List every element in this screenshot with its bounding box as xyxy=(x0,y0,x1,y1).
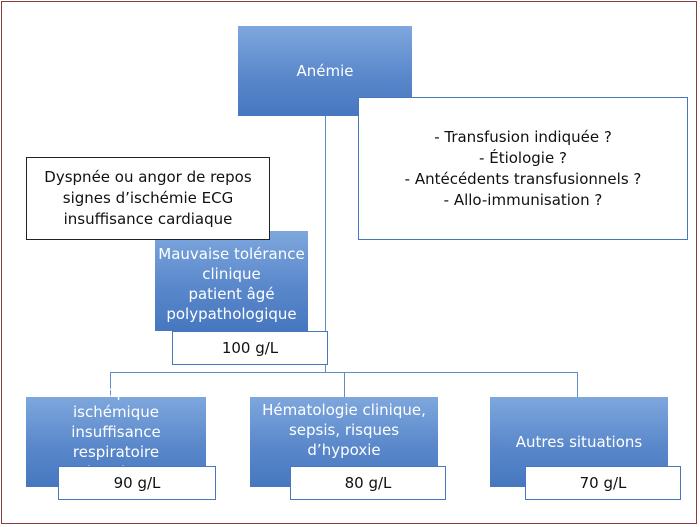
question-line: - Transfusion indiquée ? xyxy=(434,127,612,146)
root-label: Anémie xyxy=(296,62,354,80)
symptom-line: Dyspnée ou angor de repos xyxy=(44,168,252,186)
branch-line: Cardiopathie ischémique xyxy=(68,383,164,421)
connector-crossbar xyxy=(110,372,577,373)
connector-trunk xyxy=(325,116,326,372)
symptoms-box: Dyspnée ou angor de repos signes d’isché… xyxy=(26,157,270,240)
tolerance-line: clinique xyxy=(202,265,261,283)
connector-left-drop xyxy=(110,372,111,397)
threshold-value: 100 g/L xyxy=(221,339,279,357)
question-line: - Étiologie ? xyxy=(479,148,567,167)
question-line: - Antécédents transfusionnels ? xyxy=(404,169,642,188)
branch-line: Hématologie clinique, xyxy=(262,401,426,419)
threshold-value: 90 g/L xyxy=(113,474,161,492)
tolerance-line: patient âgé xyxy=(188,285,275,303)
threshold-cardiopathie: 90 g/L xyxy=(58,466,216,500)
threshold-tolerance: 100 g/L xyxy=(172,331,328,365)
branch-line: sepsis, risques d’hypoxie xyxy=(288,421,400,459)
tolerance-line: polypathologique xyxy=(166,305,297,323)
connector-middle-drop xyxy=(344,372,345,397)
questions-box: - Transfusion indiquée ? - Étiologie ? -… xyxy=(358,97,688,240)
connector-right-drop xyxy=(577,372,578,397)
question-line: - Allo-immunisation ? xyxy=(443,190,603,209)
symptom-line: insuffisance cardiaque xyxy=(63,210,233,228)
threshold-autres: 70 g/L xyxy=(525,466,681,500)
branch-line: insuffisance respiratoire xyxy=(71,423,161,461)
tolerance-node: Mauvaise tolérance clinique patient âgé … xyxy=(155,231,308,331)
threshold-value: 80 g/L xyxy=(344,474,392,492)
branch-line: Autres situations xyxy=(515,433,643,451)
threshold-hematologie: 80 g/L xyxy=(290,466,446,500)
tolerance-line: Mauvaise tolérance xyxy=(158,245,305,263)
symptom-line: signes d’ischémie ECG xyxy=(62,189,234,207)
threshold-value: 70 g/L xyxy=(579,474,627,492)
